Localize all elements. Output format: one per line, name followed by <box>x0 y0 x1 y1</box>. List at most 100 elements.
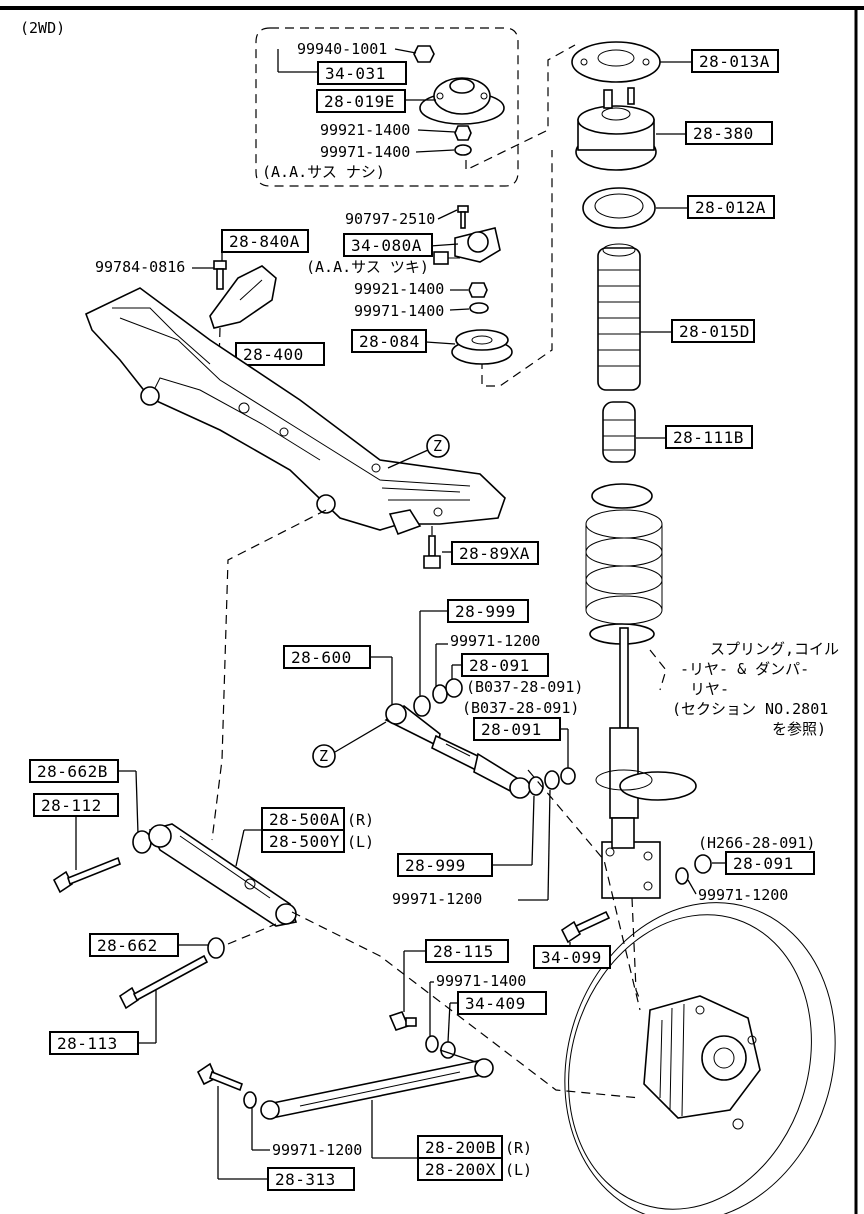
part-code: 28-015D <box>679 322 750 341</box>
part-code: 28-019E <box>324 92 395 111</box>
side-mark: (L) <box>347 833 374 851</box>
part-code: 28-500A <box>269 810 340 829</box>
condition-label: (A.A.サス ツキ) <box>306 258 429 276</box>
part-box[interactable] <box>351 329 427 353</box>
bolt-icon <box>52 856 121 894</box>
part-number-label: (H266-28-091) <box>698 834 815 852</box>
bolt-icon <box>423 535 441 569</box>
part-code: 28-200B <box>425 1138 496 1157</box>
part-box[interactable] <box>343 233 433 257</box>
mount-bracket-icon <box>433 227 501 265</box>
washer-icon <box>528 776 544 796</box>
part-number-label: 99971-1200 <box>698 886 788 904</box>
trailing-link-icon <box>148 823 298 927</box>
part-code: 28-111B <box>673 428 744 447</box>
part-number-label: 99940-1001 <box>297 40 387 58</box>
part-number-label: 99971-1200 <box>392 890 482 908</box>
spring-seat-icon <box>582 187 656 229</box>
bracket-icon <box>209 265 277 329</box>
part-code: 28-115 <box>433 942 494 961</box>
nut-icon <box>454 125 472 141</box>
washer-icon <box>454 144 472 156</box>
part-code: 28-662 <box>97 936 158 955</box>
part-code: 28-380 <box>693 124 754 143</box>
zone-marker-label: Z <box>319 747 328 765</box>
part-box[interactable] <box>317 61 407 85</box>
washer-icon <box>432 684 448 704</box>
strut-top-mount-icon <box>575 87 657 171</box>
part-code: 28-600 <box>291 648 352 667</box>
part-code: 28-89XA <box>459 544 530 563</box>
washer-icon <box>544 770 560 790</box>
part-code: 28-662B <box>37 762 108 781</box>
zone-marker-z <box>312 744 336 768</box>
side-mark: (L) <box>505 1161 532 1179</box>
bolt-icon <box>457 205 469 229</box>
nut-icon <box>413 45 435 63</box>
aa-group-outline <box>255 27 519 187</box>
part-box[interactable] <box>685 121 773 145</box>
note-line: スプリング,コイル <box>710 640 839 658</box>
part-number-label: 99971-1400 <box>320 143 410 161</box>
part-code: 28-113 <box>57 1034 118 1053</box>
part-code: 28-200X <box>425 1160 496 1179</box>
dust-boot-icon <box>597 243 641 391</box>
upper-seat-icon <box>571 41 661 83</box>
zone-marker-z <box>426 434 450 458</box>
note-line: (セクション NO.2801 <box>672 700 828 718</box>
part-number-label: 99971-1200 <box>450 632 540 650</box>
shock-absorber-icon <box>595 627 697 899</box>
note-line: を参照) <box>772 720 826 738</box>
part-box[interactable] <box>687 195 775 219</box>
part-number-label: 99784-0816 <box>95 258 185 276</box>
part-number-label: 99971-1200 <box>272 1141 362 1159</box>
drive-variant-label: (2WD) <box>20 19 65 37</box>
bolt-icon <box>388 1011 417 1031</box>
washer-icon <box>440 1041 456 1059</box>
side-mark: (R) <box>505 1139 532 1157</box>
part-code: 34-409 <box>465 994 526 1013</box>
part-code: 28-840A <box>229 232 300 251</box>
part-code: 28-400 <box>243 345 304 364</box>
washer-icon <box>675 867 689 885</box>
bolt-icon <box>213 260 227 290</box>
part-box[interactable] <box>316 89 406 113</box>
washer-icon <box>243 1091 257 1109</box>
note-line: -リヤ- & ダンパ- <box>680 660 809 678</box>
wheel-hub-icon <box>564 902 836 1214</box>
bolt-icon <box>560 910 611 944</box>
part-code: 28-091 <box>481 720 542 739</box>
part-code: 28-313 <box>275 1170 336 1189</box>
part-code: 28-500Y <box>269 832 340 851</box>
part-code: 34-031 <box>325 64 386 83</box>
coil-spring-icon <box>585 483 663 645</box>
part-number-label: (B037-28-091) <box>462 699 579 717</box>
washer-icon <box>132 830 152 854</box>
nut-icon <box>445 678 463 698</box>
side-mark: (R) <box>347 811 374 829</box>
note-line: リヤ- <box>690 680 729 698</box>
part-code: 28-084 <box>359 332 420 351</box>
condition-label: (A.A.サス ナシ) <box>262 163 385 181</box>
part-box[interactable] <box>665 425 753 449</box>
part-box[interactable] <box>417 1157 503 1181</box>
part-box[interactable] <box>691 49 779 73</box>
part-box[interactable] <box>671 319 755 343</box>
part-code: 34-099 <box>541 948 602 967</box>
bolt-icon <box>196 1062 243 1092</box>
part-box[interactable] <box>451 541 539 565</box>
bolt-icon <box>118 954 209 1010</box>
part-code: 28-013A <box>699 52 770 71</box>
part-number-label: 90797-2510 <box>345 210 435 228</box>
washer-icon <box>469 302 489 314</box>
part-box[interactable] <box>261 829 345 853</box>
part-box[interactable] <box>533 945 611 969</box>
crossmember-icon <box>84 287 506 536</box>
part-code: 28-091 <box>733 854 794 873</box>
part-code: 28-999 <box>455 602 516 621</box>
part-number-label: 99921-1400 <box>320 121 410 139</box>
part-code: 28-999 <box>405 856 466 875</box>
washer-icon <box>425 1035 439 1053</box>
